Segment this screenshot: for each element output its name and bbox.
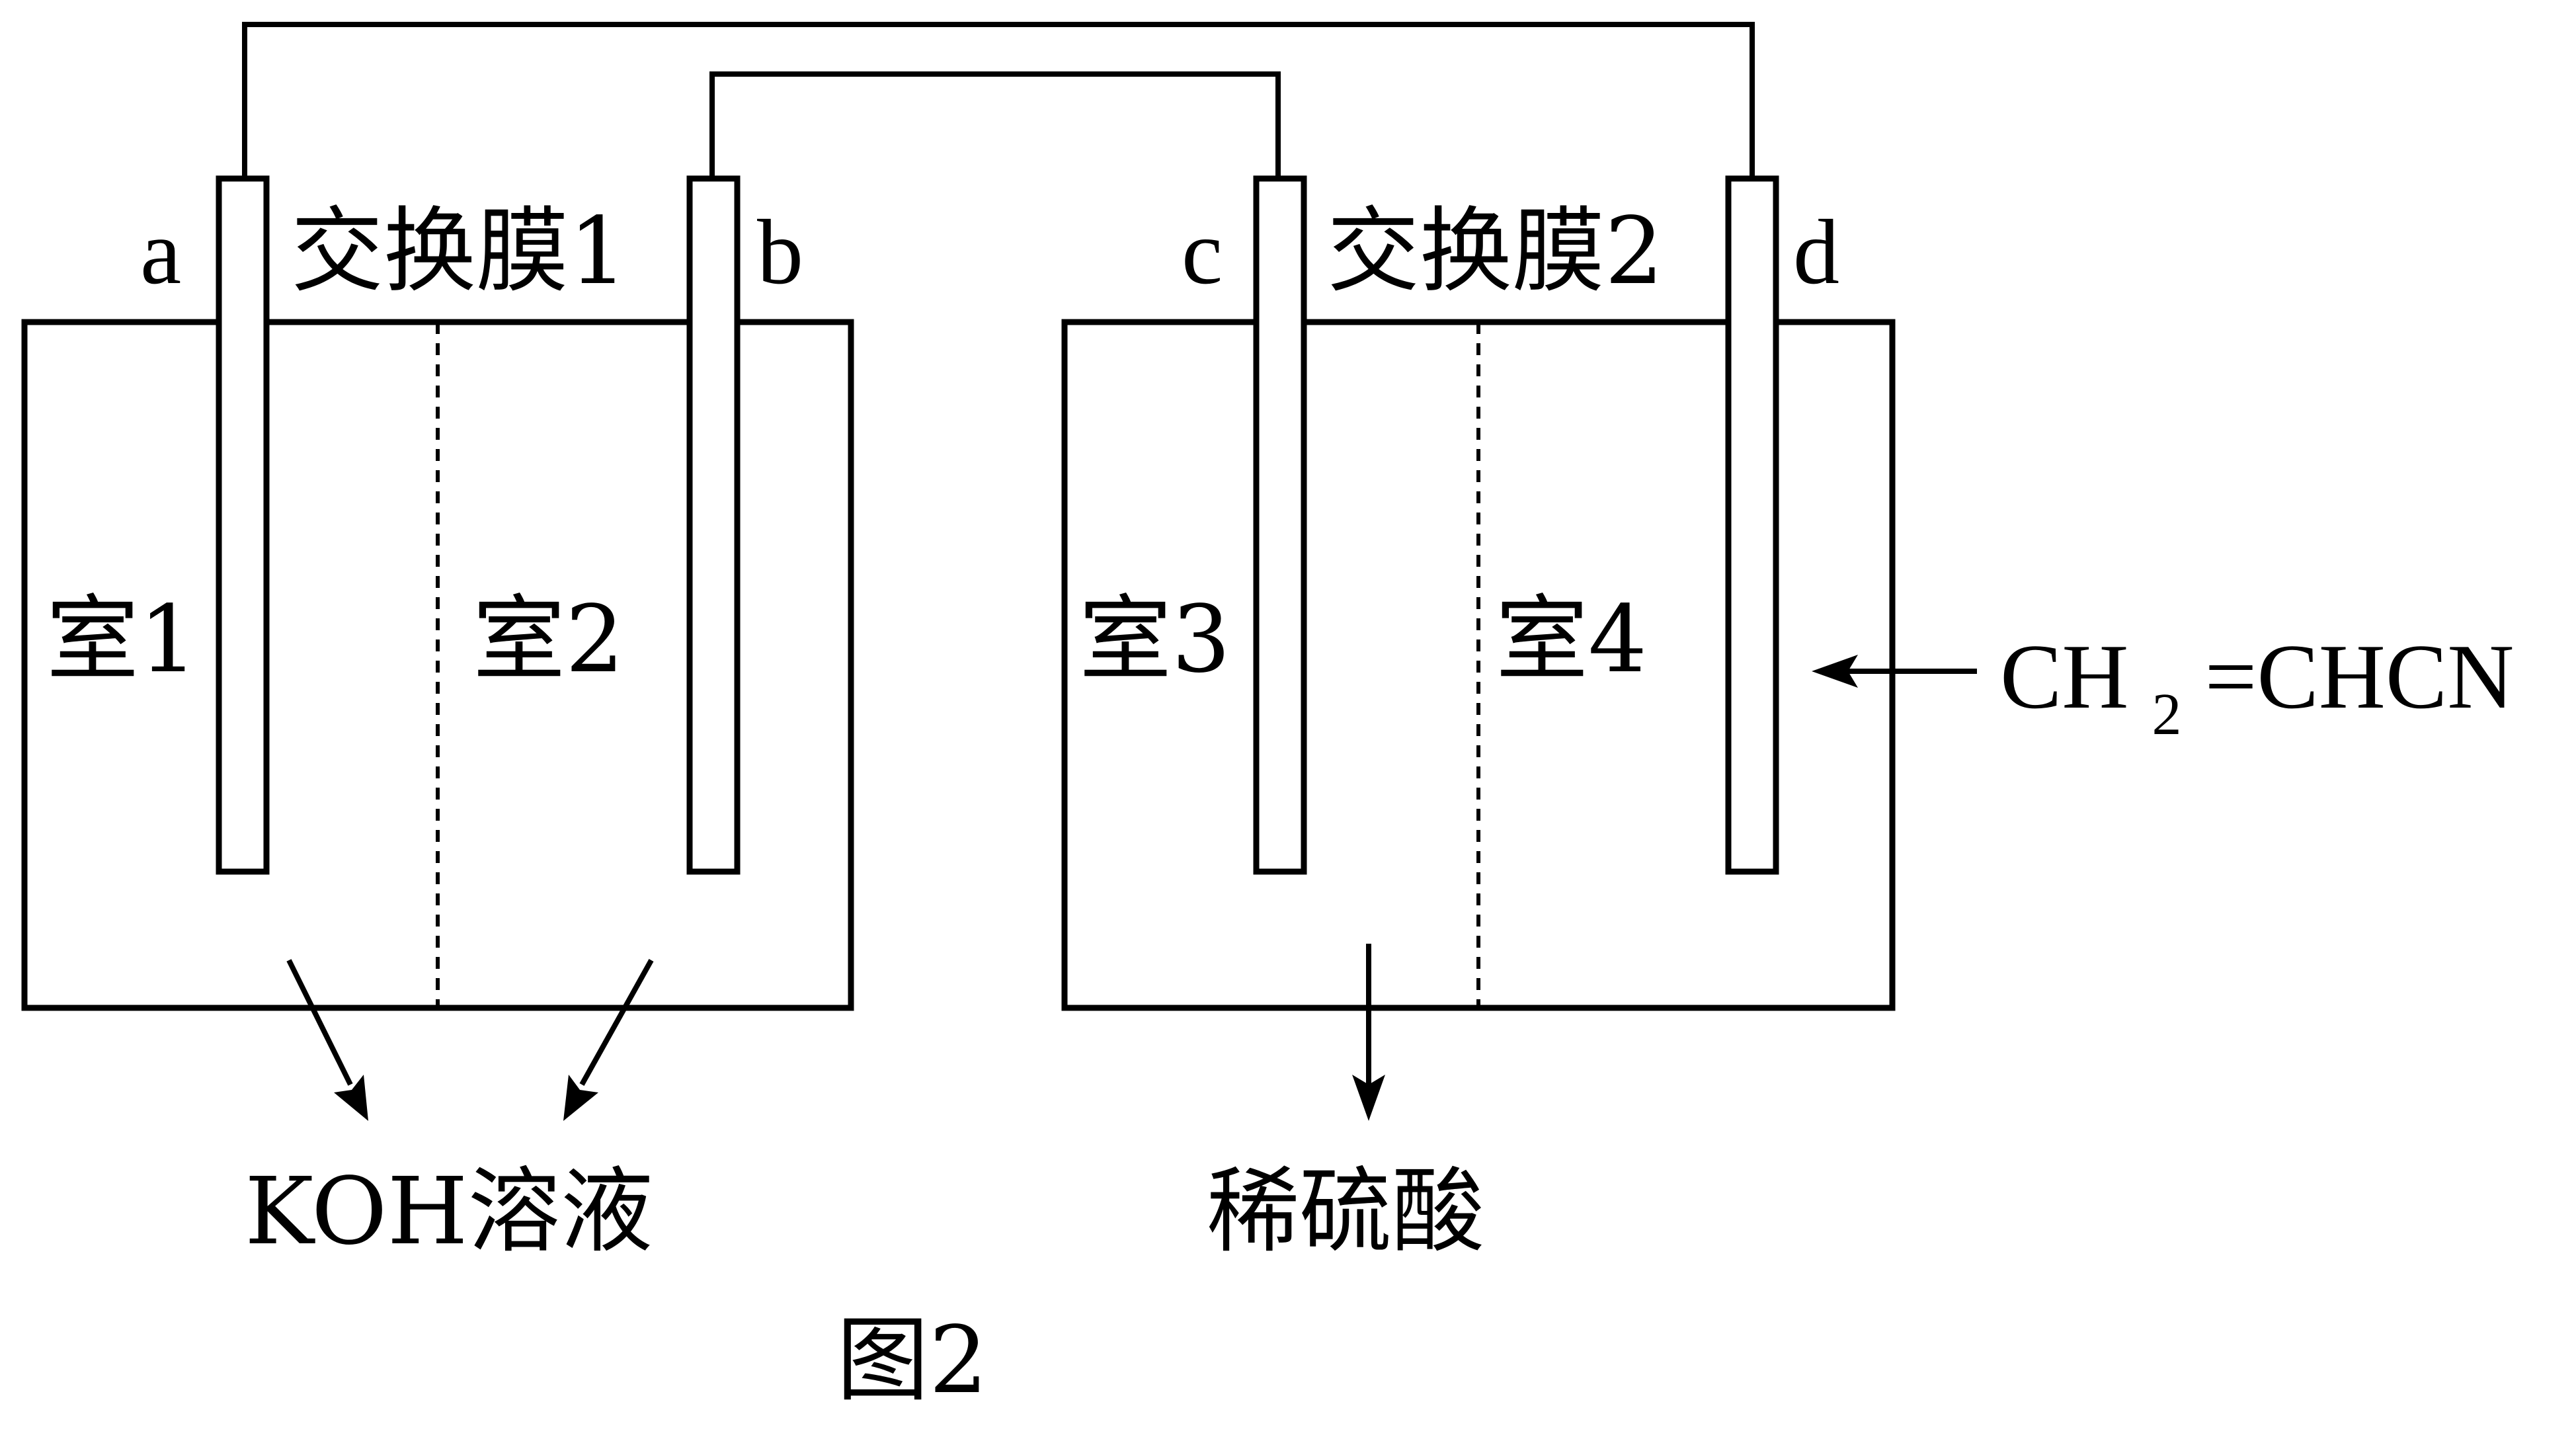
electrode-d [1725, 175, 1779, 875]
feed-label: CH 2 =CHCN [2000, 626, 2514, 755]
output-label-left: KOH溶液 [245, 1158, 653, 1266]
chamber-label-3: 室3 [1079, 586, 1230, 694]
outlet-arrow-left-1 [286, 959, 353, 1086]
outlet-arrowhead-right [1352, 1075, 1385, 1121]
outlet-arrowhead-left-2 [563, 1075, 598, 1121]
electrode-label-d: d [1793, 201, 1839, 304]
membrane-label-2: 交换膜2 [1327, 198, 1664, 306]
outlet-arrow-left-2 [579, 959, 654, 1086]
wire-a-d [242, 22, 1755, 179]
membrane-label-1: 交换膜1 [291, 198, 627, 306]
feed-label-subscript: 2 [2152, 682, 2181, 747]
electrode-label-c: c [1182, 201, 1223, 304]
chamber-label-4: 室4 [1496, 586, 1647, 694]
feed-label-suffix: =CHCN [2204, 626, 2514, 728]
electrode-c [1253, 175, 1307, 875]
figure-caption: 图2 [836, 1307, 988, 1415]
chamber-label-2: 室2 [473, 586, 624, 694]
wire-b-c [709, 71, 1281, 179]
electrode-b [686, 175, 741, 875]
feed-arrowhead [1812, 655, 1858, 688]
electrode-a [216, 175, 270, 875]
electrode-label-a: a [140, 201, 181, 304]
outlet-arrowhead-left-1 [334, 1075, 368, 1121]
output-label-right: 稀硫酸 [1207, 1158, 1484, 1266]
electrode-label-b: b [757, 201, 803, 304]
chamber-label-1: 室1 [46, 586, 198, 694]
feed-label-prefix: CH [2000, 626, 2128, 728]
